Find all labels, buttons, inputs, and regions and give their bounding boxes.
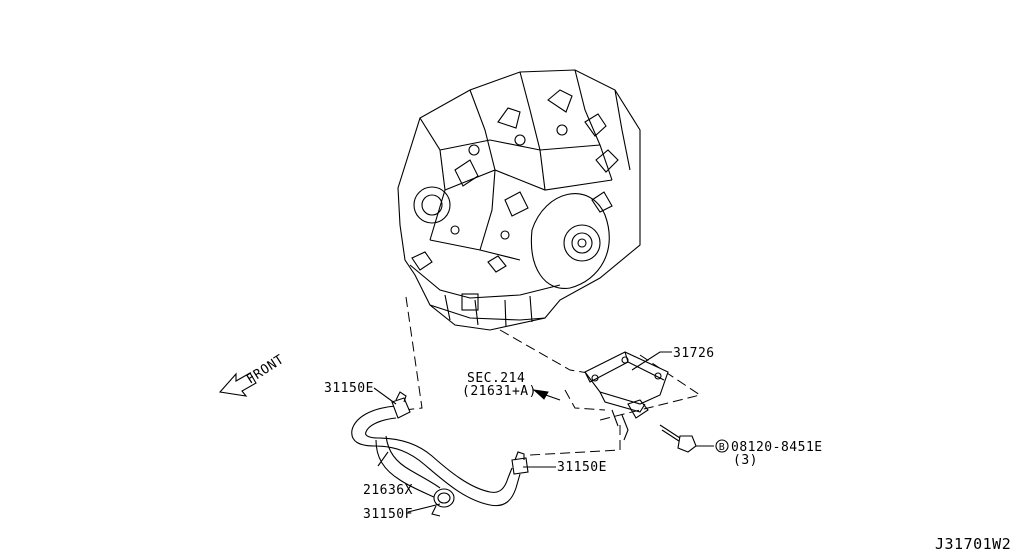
bolt-marker-circle — [715, 439, 729, 453]
oil-cooler — [584, 351, 669, 441]
callout-31150e-upper: 31150E — [324, 381, 374, 396]
front-arrow-icon — [218, 372, 257, 397]
bolt-marker: B — [719, 442, 726, 453]
callout-leaders — [373, 351, 714, 513]
clamp-upper — [391, 391, 411, 419]
section-arrow — [532, 389, 561, 401]
callout-21636x: 21636X — [363, 483, 413, 498]
section-ref: SEC.214 — [467, 371, 525, 386]
callout-31150e-lower: 31150E — [557, 460, 607, 475]
clamp-f — [431, 488, 455, 517]
bolt — [659, 424, 697, 453]
callout-bolt-part: 08120-8451E — [731, 440, 823, 455]
section-sub: (21631+A) — [462, 384, 537, 399]
front-label: FRONT — [244, 352, 287, 387]
callout-bolt-qty: (3) — [733, 453, 758, 468]
transmission-assembly — [397, 69, 641, 331]
figure-id: J31701W2 — [935, 535, 1011, 553]
clamp-lower — [511, 451, 529, 475]
callout-31726: 31726 — [673, 346, 715, 361]
callout-31150f: 31150F — [363, 507, 413, 522]
hose-assembly — [351, 405, 521, 507]
